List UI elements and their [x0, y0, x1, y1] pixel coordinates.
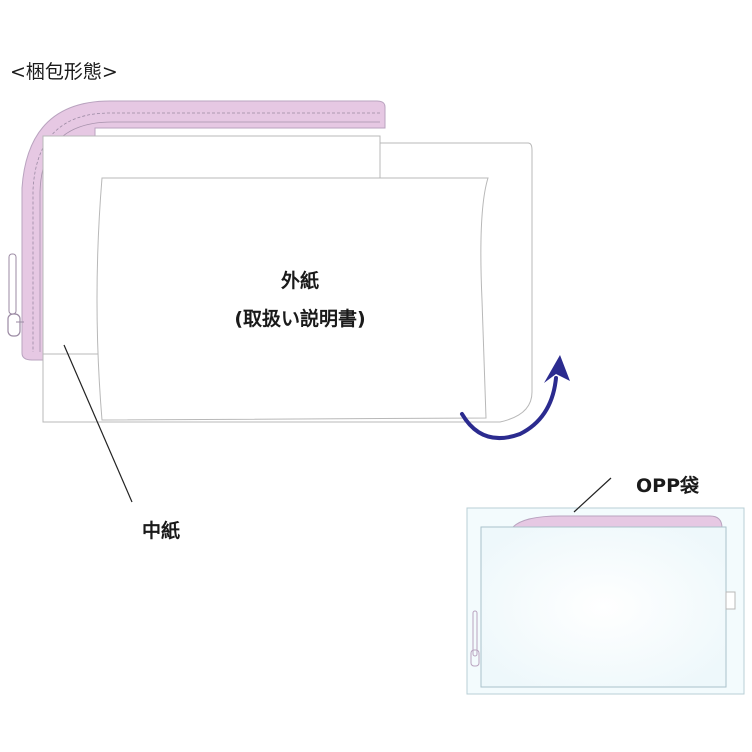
fold-arrow-icon — [460, 355, 570, 440]
opp-bag — [466, 507, 745, 695]
diagram-title: <梱包形態> — [10, 61, 118, 83]
opp-bag-zipper-pull-icon — [470, 610, 480, 667]
outer-paper — [96, 177, 489, 421]
pouch-zipper-line — [32, 112, 380, 352]
inner-paper-label: 中紙 — [142, 520, 181, 542]
opp-bag-tab — [725, 591, 736, 610]
opp-bag-pouch-top — [511, 515, 723, 529]
outer-paper-label: 外紙 — [280, 270, 319, 292]
opp-bag-leader-line — [573, 477, 612, 513]
opp-bag-inner-paper — [480, 526, 727, 688]
opp-bag-label: OPP袋 — [636, 475, 700, 497]
inner-paper-leader-line — [63, 344, 133, 503]
zipper-pull-icon — [7, 253, 24, 337]
outer-paper-sublabel: (取扱い説明書) — [234, 308, 366, 330]
